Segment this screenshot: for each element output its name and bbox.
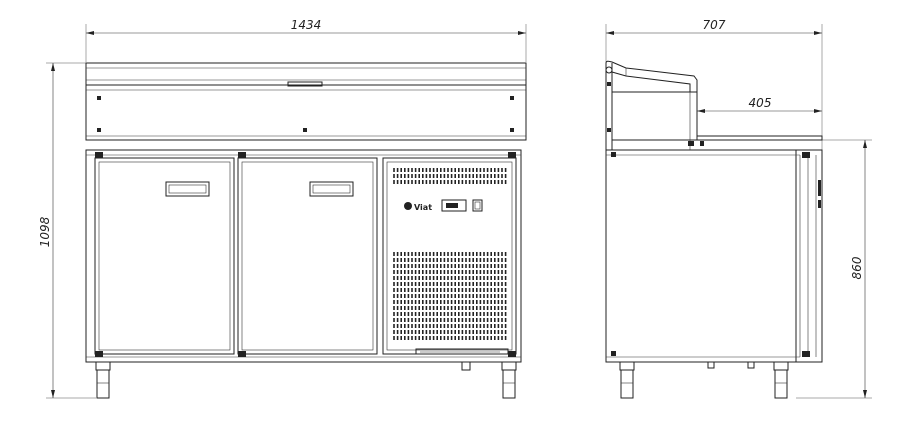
side-door-edge [796, 149, 823, 363]
front-cabinet [85, 149, 522, 363]
front-legs [95, 361, 517, 399]
lower-vent-grille [393, 252, 507, 340]
door-left-handle [165, 181, 210, 197]
side-depth-dimension: 707 [605, 18, 823, 150]
side-counter-dimension: 405 [696, 92, 822, 140]
side-cabinet [605, 149, 800, 363]
front-door-left [94, 152, 235, 357]
brand-logo-text: Viat [414, 203, 432, 212]
front-width-dimension: 1434 [85, 18, 527, 62]
front-display-section [85, 84, 527, 141]
side-counter-label: 405 [749, 96, 772, 110]
door-right-handle [309, 181, 354, 197]
brand-logo: Viat [404, 202, 432, 212]
temperature-controller-display [441, 199, 467, 212]
side-view: 707 405 860 [605, 18, 872, 399]
front-height-label: 1098 [38, 216, 52, 247]
side-height-dimension: 860 [796, 139, 872, 399]
power-switch [472, 199, 483, 212]
front-view: 1434 1098 [38, 18, 527, 399]
front-canopy [85, 62, 527, 87]
canopy-handle [287, 81, 323, 87]
side-legs [619, 361, 789, 399]
side-canopy [605, 60, 698, 150]
front-height-dimension: 1098 [38, 62, 96, 399]
front-door-right [237, 152, 378, 357]
side-display-well [611, 91, 823, 150]
front-width-label: 1434 [291, 18, 322, 32]
side-height-label: 860 [850, 256, 864, 279]
side-depth-label: 707 [703, 18, 726, 32]
front-machine-panel: Viat [382, 152, 517, 357]
upper-vent-grille [393, 168, 507, 184]
